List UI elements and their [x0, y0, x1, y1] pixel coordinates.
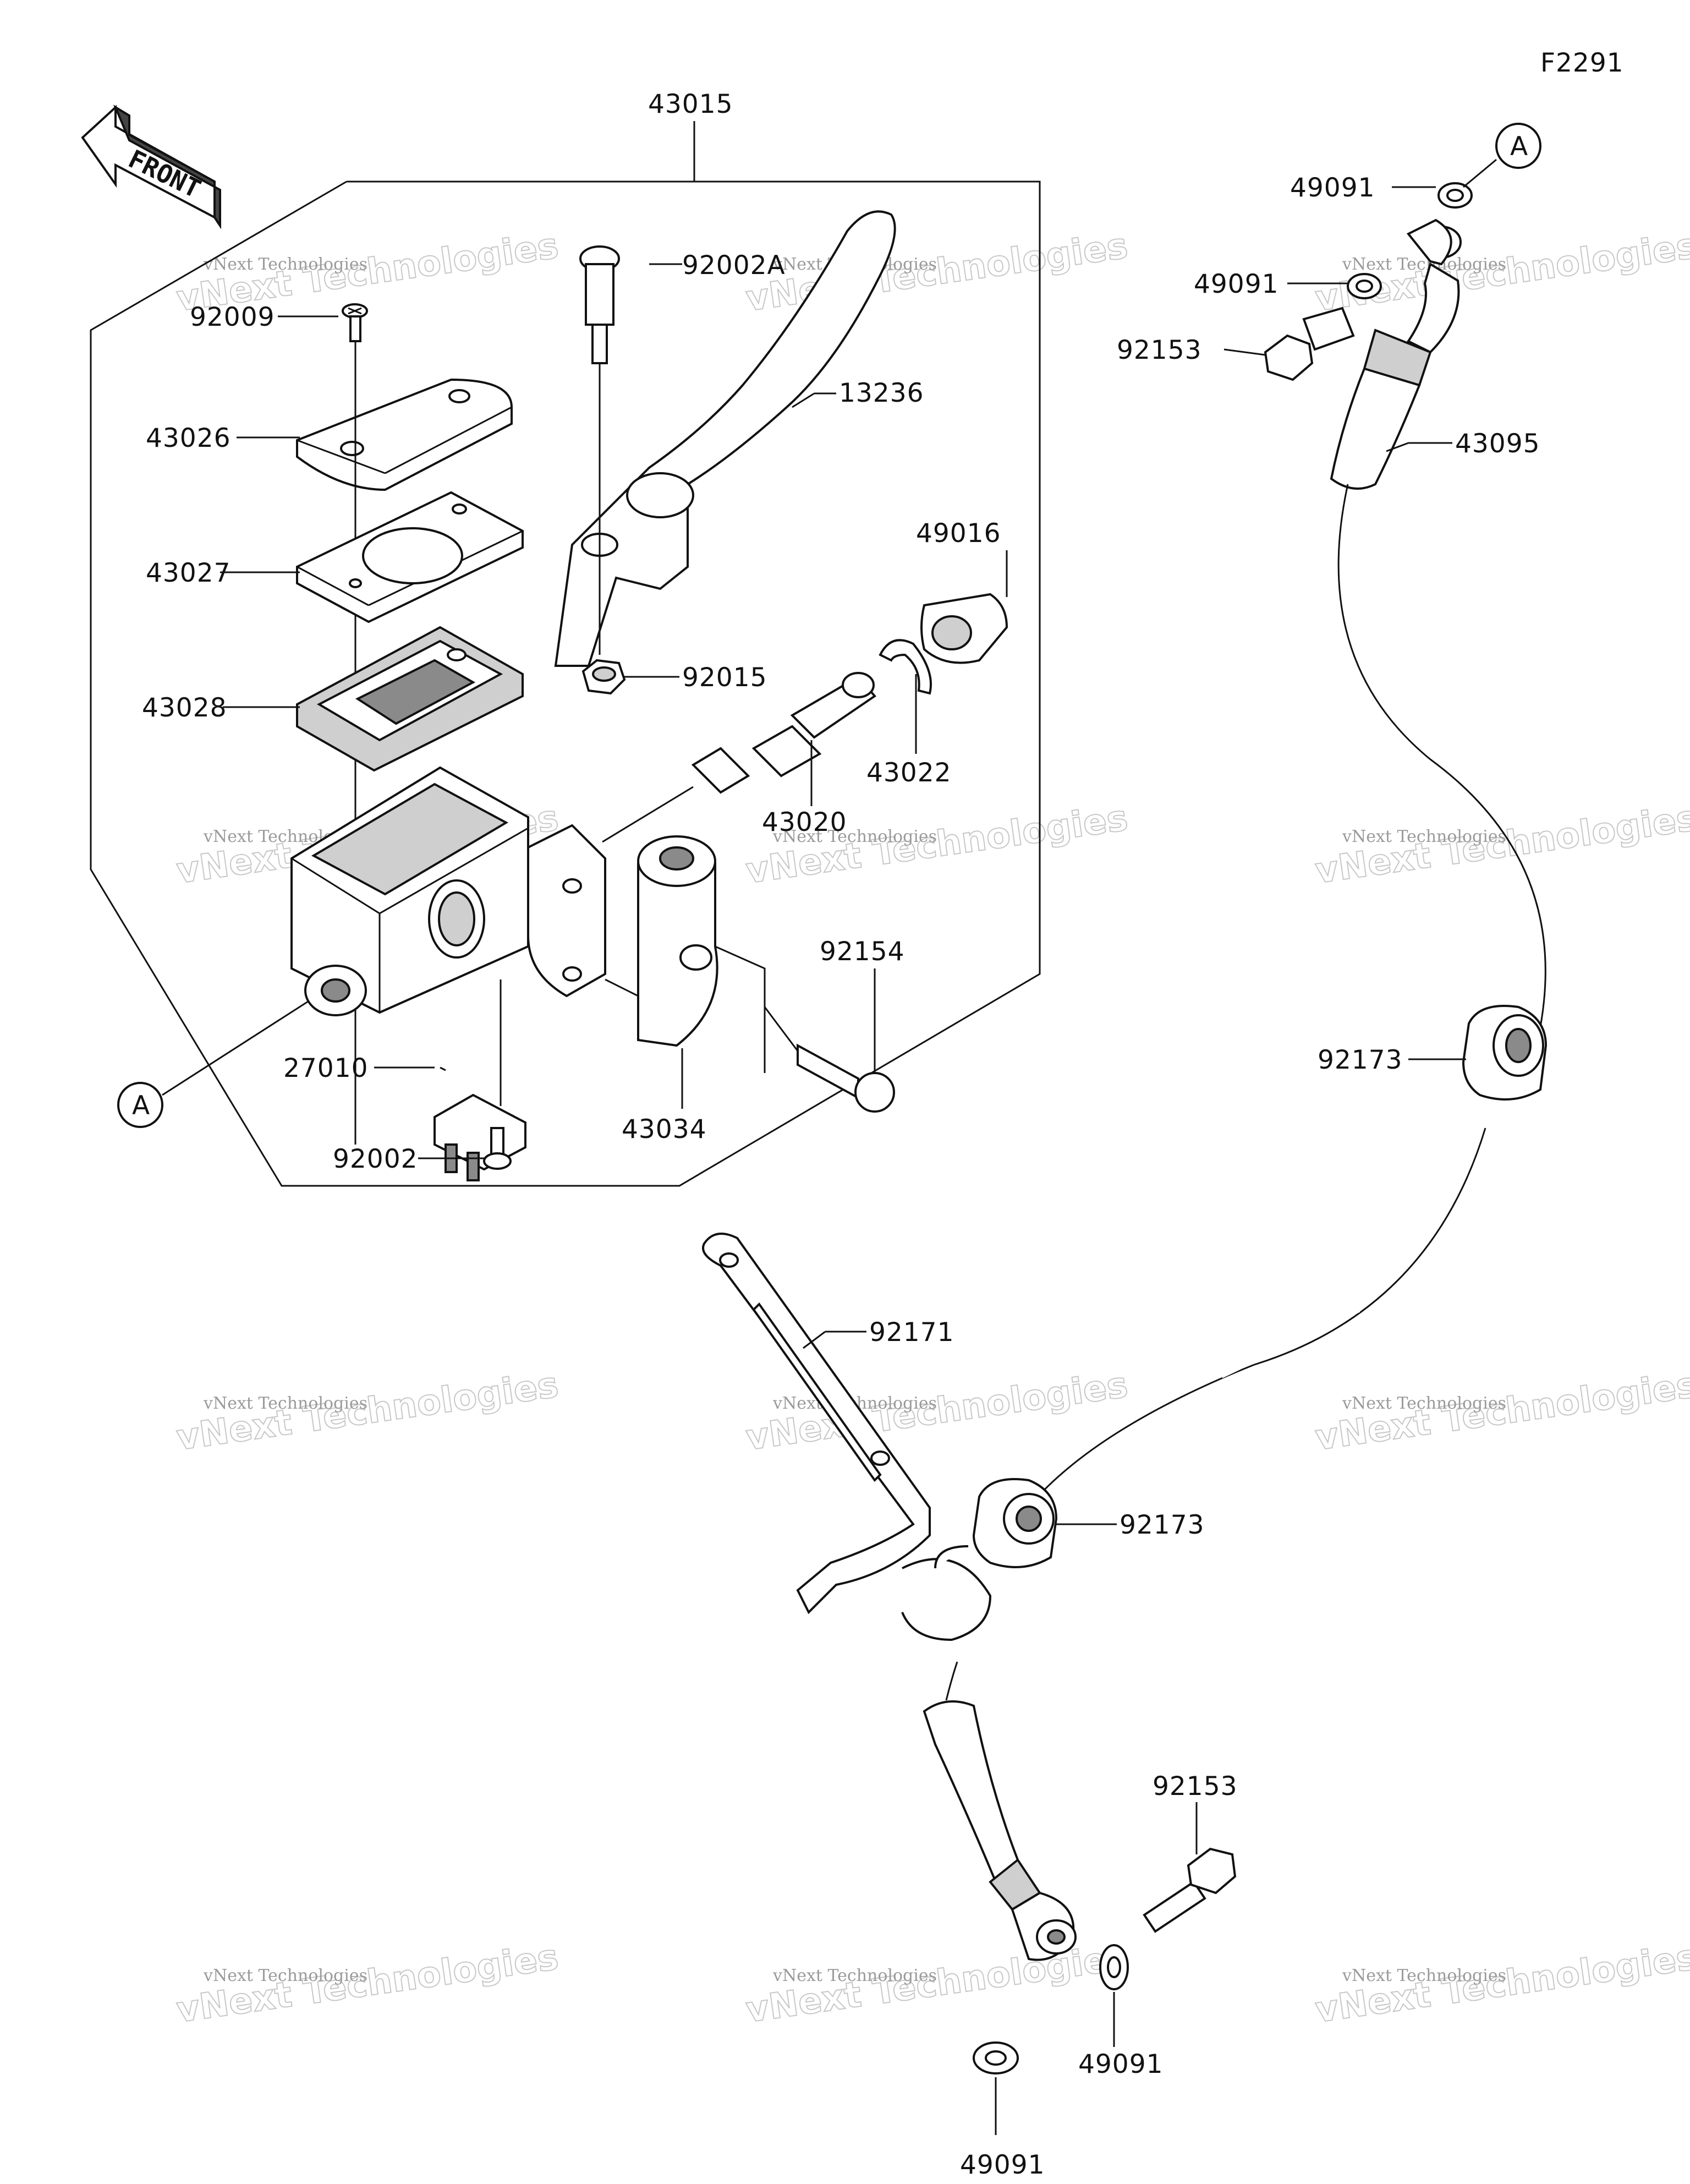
label-92173-upper: 92173	[1318, 1045, 1403, 1075]
hose-route-line-upper	[1337, 484, 1546, 1090]
reservoir-cap	[296, 378, 513, 491]
sealing-washer-top-1	[1437, 182, 1473, 209]
lever-pivot-nut	[581, 659, 626, 695]
label-92009: 92009	[190, 302, 275, 332]
master-cylinder-body	[290, 766, 606, 1016]
label-43095: 43095	[1455, 429, 1540, 459]
label-43015: 43015	[648, 89, 733, 119]
svg-text:A: A	[1510, 132, 1528, 162]
brake-hose-upper	[1330, 218, 1462, 490]
svg-text:vNext Technologies: vNext Technologies	[772, 827, 937, 846]
sealing-washer-bottom-right	[1099, 1944, 1129, 1990]
hose-route-line-lower	[1022, 1127, 1486, 1514]
lever-pivot-bolt	[579, 245, 620, 655]
label-49091-bottom: 49091	[960, 2150, 1045, 2180]
banjo-bolt-top	[1264, 306, 1355, 381]
label-43020: 43020	[762, 807, 847, 838]
reservoir-diaphragm	[296, 626, 524, 772]
leader-lines	[220, 186, 1466, 2135]
svg-text:vNext Technologies: vNext Technologies	[203, 255, 367, 274]
label-13236: 13236	[839, 378, 924, 408]
handlebar-clamp	[605, 835, 766, 1073]
brake-lever	[554, 210, 896, 667]
label-43022: 43022	[866, 758, 952, 788]
reference-mark-top-right: A	[1463, 123, 1541, 188]
label-43026: 43026	[146, 423, 231, 453]
hose-tail-line	[945, 1661, 958, 1701]
label-92154: 92154	[820, 937, 905, 967]
label-27010: 27010	[283, 1053, 369, 1083]
switch-screw	[483, 1127, 512, 1170]
figure-code: F2291	[1540, 48, 1624, 78]
label-92015: 92015	[682, 663, 767, 693]
brake-hose-lower	[923, 1700, 1077, 1961]
circlip	[879, 639, 932, 695]
label-43034: 43034	[622, 1114, 707, 1145]
sealing-washer-top-2	[1347, 273, 1382, 299]
brake-light-switch	[434, 979, 526, 1181]
hose-grommet-upper	[1462, 1005, 1548, 1101]
label-92171: 92171	[869, 1317, 954, 1348]
front-direction-arrow: FRONT	[81, 105, 221, 229]
reference-mark-left: A	[117, 1000, 309, 1128]
svg-text:vNext Technologies: vNext Technologies	[203, 1394, 367, 1413]
diaphragm-plate	[296, 491, 524, 623]
hose-route-dashes-lower	[1220, 1307, 1360, 1378]
master-cylinder-assembly-outline	[90, 121, 1041, 1187]
label-49091-top-1: 49091	[1290, 173, 1375, 203]
label-43028: 43028	[142, 693, 227, 723]
svg-text:vNext Technologies: vNext Technologies	[772, 1966, 937, 1985]
label-43027: 43027	[146, 558, 231, 588]
hose-bracket	[702, 1233, 992, 1641]
svg-text:vNext Technologies: vNext Technologies	[1342, 1394, 1506, 1413]
part-labels: 43015 92002A 92009 13236 43026 43027 490…	[142, 89, 1540, 2180]
svg-text:vNext Technologies: vNext Technologies	[1342, 255, 1506, 274]
label-49091-bottom-right: 49091	[1078, 2049, 1164, 2079]
svg-text:A: A	[132, 1091, 150, 1121]
piston-assembly	[602, 672, 876, 843]
svg-text:vNext Technologies: vNext Technologies	[203, 1966, 367, 1985]
banjo-bolt-bottom	[1143, 1847, 1237, 1933]
svg-text:vNext Technologies: vNext Technologies	[1342, 1966, 1506, 1985]
sealing-washer-bottom	[973, 2041, 1019, 2074]
svg-text:vNext Technologies: vNext Technologies	[1342, 827, 1506, 846]
piston-boot	[920, 593, 1008, 664]
label-92173-lower: 92173	[1120, 1510, 1205, 1540]
hose-route-dashes-upper	[1395, 691, 1477, 795]
label-92153-top: 92153	[1117, 335, 1202, 365]
label-49016: 49016	[916, 518, 1001, 549]
label-92002: 92002	[333, 1144, 418, 1174]
label-92153-bottom: 92153	[1153, 1771, 1238, 1802]
hose-grommet-lower	[972, 1478, 1058, 1568]
label-92002A: 92002A	[682, 250, 786, 281]
label-49091-top-2: 49091	[1194, 269, 1279, 299]
